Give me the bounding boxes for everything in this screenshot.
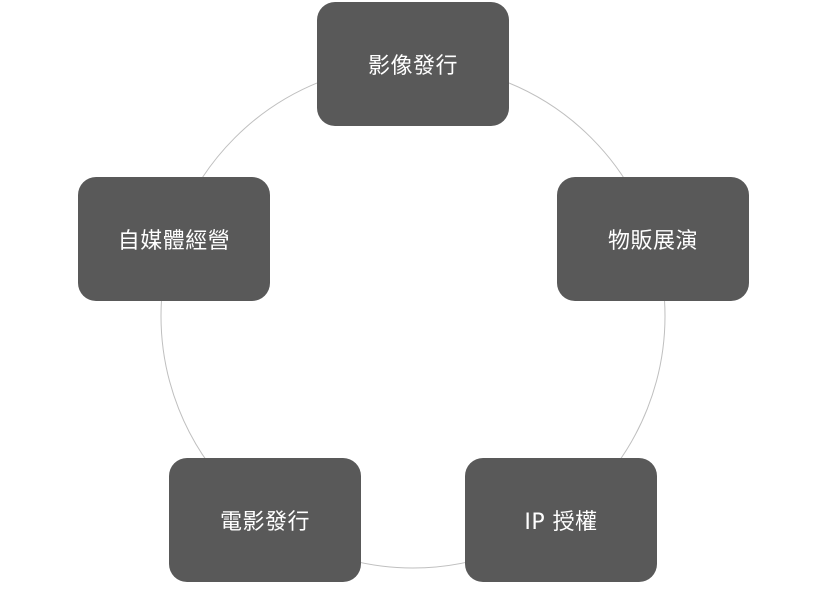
node-self-media: 自媒體經營 — [78, 177, 270, 301]
node-label: IP 授權 — [524, 510, 598, 535]
node-ip-licensing: IP 授權 — [465, 458, 657, 582]
node-label: 電影發行 — [219, 510, 310, 535]
node-film-release: 電影發行 — [169, 458, 361, 582]
node-label: 物販展演 — [607, 229, 698, 254]
node-label: 自媒體經營 — [117, 229, 231, 254]
node-video-release: 影像發行 — [317, 2, 509, 126]
node-merch-exhibition: 物販展演 — [557, 177, 749, 301]
node-label: 影像發行 — [367, 54, 458, 79]
